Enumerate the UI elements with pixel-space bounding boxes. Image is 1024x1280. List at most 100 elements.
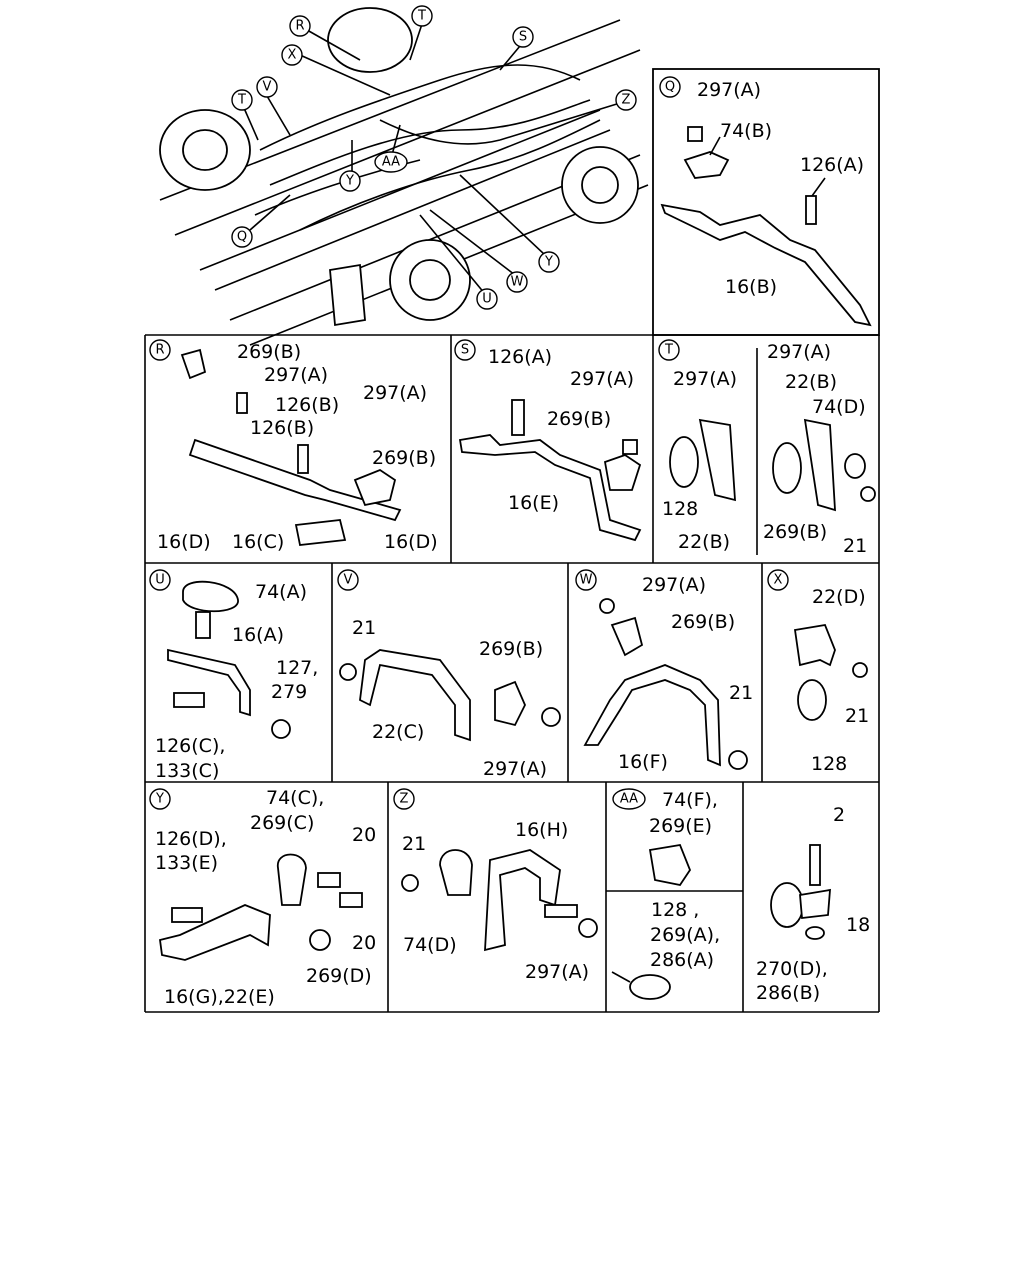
callout-top-x: X — [288, 48, 297, 63]
label-y-20-1: 20 — [352, 824, 376, 846]
callout-top-y2: Y — [544, 255, 553, 270]
panel-w: W 297(A) 269(B) 21 16(F) — [575, 569, 753, 773]
label-s-297a: 297(A) — [570, 368, 634, 390]
panel-clamp: 128 , 269(A), 286(A) — [611, 899, 720, 1000]
callout-t: T — [664, 343, 673, 358]
label-r-269b: 269(B) — [237, 341, 301, 363]
callout-aa: AA — [620, 792, 638, 807]
label-v-297a: 297(A) — [483, 758, 547, 780]
label-r-16c: 16(C) — [232, 531, 284, 553]
callout-top-u: U — [482, 292, 492, 307]
label-v-22c: 22(C) — [372, 721, 424, 743]
callout-top-v: V — [263, 80, 272, 95]
callout-v: V — [344, 573, 353, 588]
label-u-16a: 16(A) — [232, 624, 284, 646]
label-ab-286a: 286(A) — [650, 949, 714, 971]
label-u-133c: 133(C) — [155, 760, 219, 782]
label-s-16e: 16(E) — [508, 492, 559, 514]
callout-top-aa: AA — [382, 155, 400, 170]
panel-s: S 126(A) 297(A) 269(B) 16(E) — [454, 339, 642, 542]
callout-q: Q — [665, 80, 675, 95]
panel-mount: 2 18 270(D), 286(B) — [756, 804, 870, 1004]
panel-q: Q 297(A) 74(B) 126(A) 16(B) — [659, 76, 872, 327]
label-s-269b: 269(B) — [547, 408, 611, 430]
label-ac-2: 2 — [833, 804, 845, 826]
label-r-126b-1: 126(B) — [275, 394, 339, 416]
label-z-74d: 74(D) — [403, 934, 457, 956]
panel-aa: AA 74(F), 269(E) — [612, 788, 718, 887]
panel-v: V 21 269(B) 22(C) 297(A) — [337, 569, 561, 780]
label-t-297a-2: 297(A) — [767, 341, 831, 363]
panel-x: X 22(D) 21 128 — [767, 569, 869, 775]
label-z-21: 21 — [402, 833, 426, 855]
label-z-297a: 297(A) — [525, 961, 589, 983]
label-t-297a-1: 297(A) — [673, 368, 737, 390]
label-y-133e: 133(E) — [155, 852, 218, 874]
label-y-269d: 269(D) — [306, 965, 372, 987]
label-ab-269a: 269(A), — [650, 924, 720, 946]
label-r-16d-2: 16(D) — [384, 531, 438, 553]
label-u-279: 279 — [271, 681, 307, 703]
callout-s: S — [461, 343, 469, 358]
label-ab-128: 128 , — [651, 899, 699, 921]
label-ac-270d: 270(D), — [756, 958, 828, 980]
panel-r: R 269(B) 297(A) 126(B) 126(B) 297(A) 269… — [149, 339, 438, 553]
label-z-16h: 16(H) — [515, 819, 568, 841]
label-x-21: 21 — [845, 705, 869, 727]
callout-u: U — [155, 573, 165, 588]
callout-y: Y — [155, 792, 164, 807]
label-t-21: 21 — [843, 535, 867, 557]
label-t-74d: 74(D) — [812, 396, 866, 418]
panel-grid — [144, 68, 880, 1013]
chassis-overview-illustration — [159, 7, 649, 346]
label-v-21: 21 — [352, 617, 376, 639]
label-u-74a: 74(A) — [255, 581, 307, 603]
label-u-126c: 126(C), — [155, 735, 225, 757]
label-y-20-2: 20 — [352, 932, 376, 954]
label-x-128: 128 — [811, 753, 847, 775]
label-y-74c: 74(C), — [266, 787, 324, 809]
panel-y: Y 74(C), 269(C) 126(D), 133(E) 20 20 269… — [149, 787, 376, 1008]
callout-w: W — [580, 573, 593, 588]
label-t-22b-1: 22(B) — [785, 371, 837, 393]
label-q-74b: 74(B) — [720, 120, 772, 142]
label-q-297a: 297(A) — [697, 79, 761, 101]
callout-top-t: T — [417, 9, 426, 24]
label-r-16d-1: 16(D) — [157, 531, 211, 553]
label-r-126b-2: 126(B) — [250, 417, 314, 439]
label-r-269b-2: 269(B) — [372, 447, 436, 469]
callout-top-s: S — [519, 30, 527, 45]
label-ac-18: 18 — [846, 914, 870, 936]
label-t-128: 128 — [662, 498, 698, 520]
label-aa-74f: 74(F), — [662, 789, 718, 811]
callout-r: R — [155, 343, 164, 358]
callout-top-q: Q — [237, 230, 247, 245]
label-y-126d: 126(D), — [155, 828, 227, 850]
label-w-21: 21 — [729, 682, 753, 704]
overview-callouts: R T S X V T Z Y AA Q W Y U — [231, 5, 637, 310]
panel-z: Z 16(H) 21 74(D) 297(A) — [393, 788, 598, 983]
label-u-127: 127, — [276, 657, 318, 679]
label-r-297a-2: 297(A) — [363, 382, 427, 404]
label-w-269b: 269(B) — [671, 611, 735, 633]
callout-z: Z — [400, 792, 409, 807]
label-q-16b: 16(B) — [725, 276, 777, 298]
callout-top-y: Y — [345, 174, 354, 189]
callout-top-t2: T — [237, 93, 246, 108]
panel-u: U 74(A) 16(A) 127, 279 126(C), 133(C) — [149, 569, 318, 782]
label-ac-286b: 286(B) — [756, 982, 820, 1004]
label-r-297a: 297(A) — [264, 364, 328, 386]
panel-t: T 297(A) 297(A) 22(B) 74(D) 128 22(B) 26… — [658, 339, 876, 557]
label-q-126a: 126(A) — [800, 154, 864, 176]
label-y-269c: 269(C) — [250, 812, 314, 834]
label-x-22d: 22(D) — [812, 586, 866, 608]
label-aa-269e: 269(E) — [649, 815, 712, 837]
label-v-269b: 269(B) — [479, 638, 543, 660]
label-w-297a: 297(A) — [642, 574, 706, 596]
label-t-269b: 269(B) — [763, 521, 827, 543]
label-w-16f: 16(F) — [618, 751, 668, 773]
callout-top-w: W — [511, 275, 524, 290]
callout-x: X — [774, 573, 783, 588]
label-y-16g-22e: 16(G),22(E) — [164, 986, 275, 1008]
